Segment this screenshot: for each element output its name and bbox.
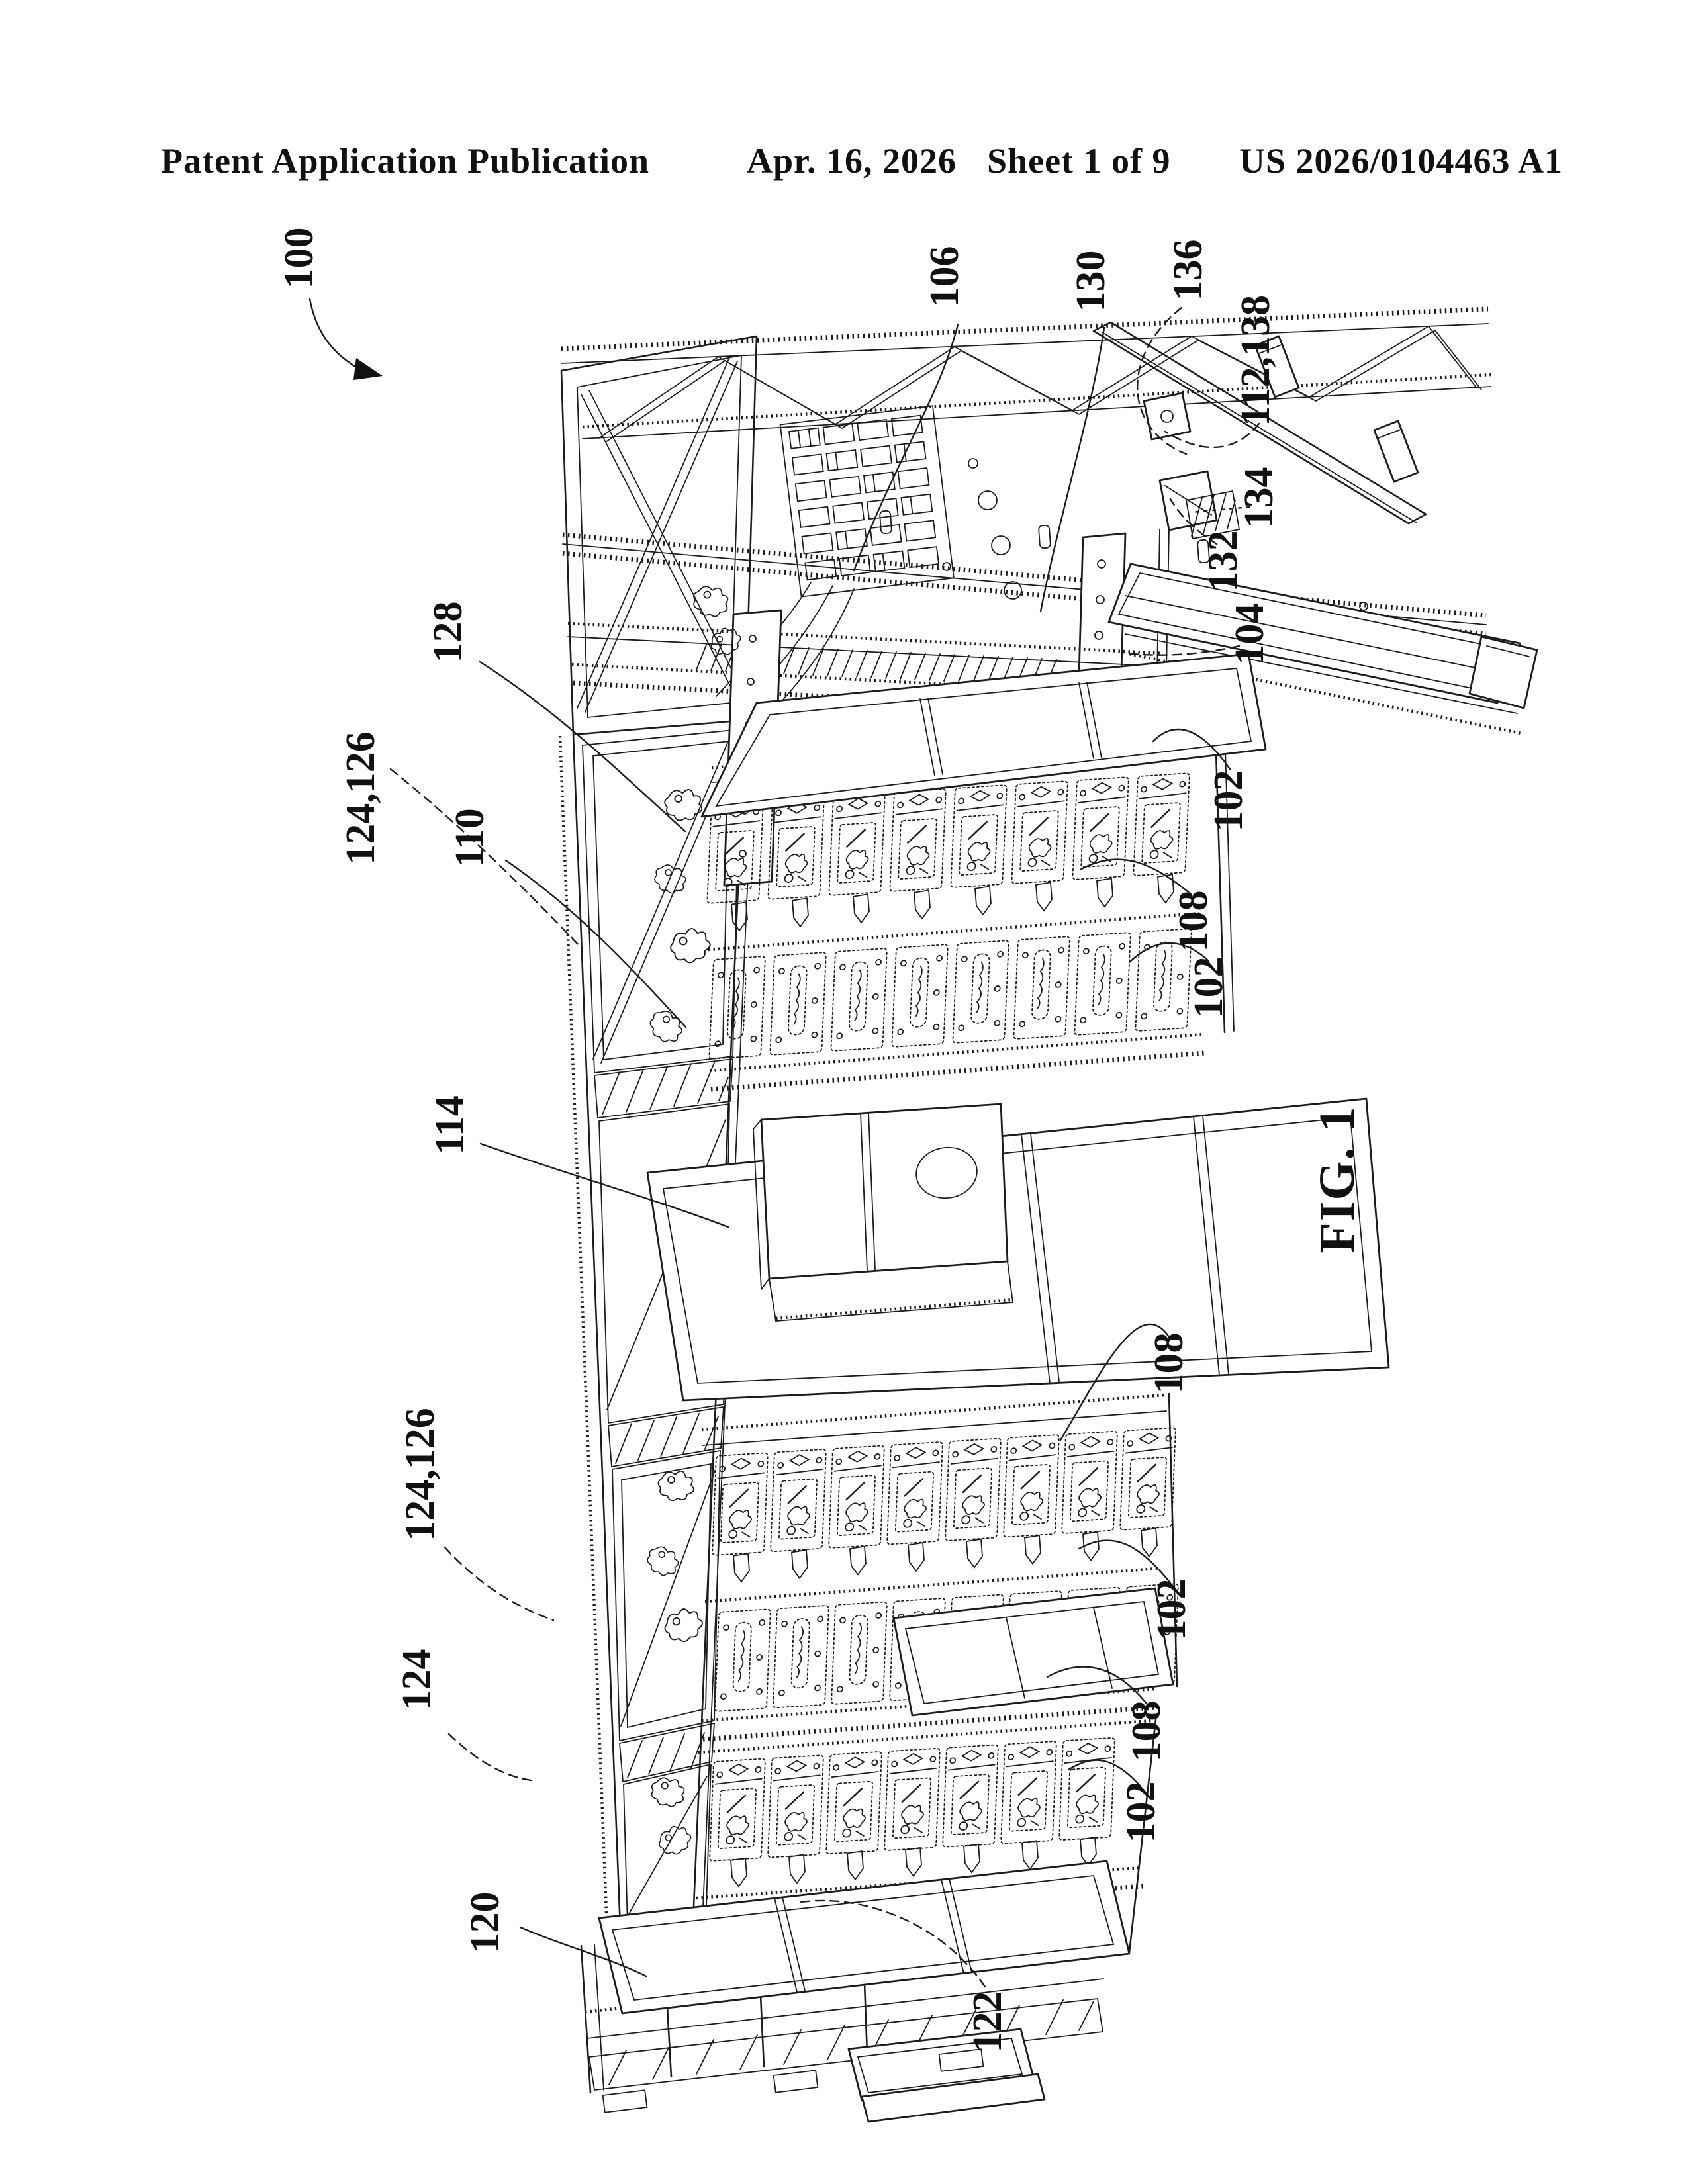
ref-label-130: 130 — [1068, 251, 1113, 312]
ref-label-102d: 102 — [1119, 1782, 1164, 1843]
ref-label-134: 134 — [1237, 467, 1282, 529]
header-doc-number: US 2026/0104463 A1 — [1239, 141, 1564, 181]
ref-label-102a: 102 — [1206, 770, 1251, 832]
ref-label-106: 106 — [922, 246, 967, 308]
ref-label-112-138: 112,138 — [1233, 295, 1278, 426]
base-skid-assembly — [1092, 321, 1538, 735]
ref-label-114: 114 — [428, 1095, 473, 1155]
ref-label-104: 104 — [1227, 604, 1272, 665]
ref-label-100: 100 — [277, 228, 322, 289]
container-system-drawing: 100 106 130 136 112,138 134 132 104 128 … — [277, 228, 1538, 2123]
ref-label-122: 122 — [965, 1991, 1010, 2053]
figure-caption: FIG. 1 — [1309, 1105, 1365, 1253]
open-door-d — [598, 1860, 1131, 2015]
ref-label-124-126a: 124,126 — [338, 731, 383, 865]
ref-label-128: 128 — [426, 602, 471, 663]
ref-label-102b: 102 — [1186, 957, 1231, 1019]
open-door-b — [646, 1097, 1390, 1402]
ref-label-124-126b: 124,126 — [398, 1408, 443, 1541]
open-door-a — [700, 653, 1267, 818]
ref-label-110: 110 — [447, 808, 492, 868]
ref-label-132: 132 — [1201, 531, 1246, 592]
header-sheet: Sheet 1 of 9 — [987, 141, 1171, 181]
figure-ref-arrowhead — [353, 358, 383, 380]
ref-label-108b: 108 — [1147, 1333, 1192, 1394]
header-date: Apr. 16, 2026 — [747, 141, 957, 181]
ref-label-102c: 102 — [1149, 1579, 1194, 1641]
ref-label-124: 124 — [395, 1649, 440, 1711]
ref-label-136: 136 — [1166, 240, 1211, 301]
breaker-grid — [779, 405, 955, 598]
ref-label-108c: 108 — [1124, 1701, 1169, 1762]
ref-label-120: 120 — [463, 1892, 508, 1954]
reference-numerals: 100 106 130 136 112,138 134 132 104 128 … — [277, 228, 1365, 2053]
open-door-c — [892, 1587, 1174, 1717]
roof-truss-band — [561, 306, 1491, 637]
ref-label-108a: 108 — [1171, 891, 1216, 952]
header-date-sheet: Apr. 16, 2026 Sheet 1 of 9 — [747, 140, 1171, 181]
header-publication: Patent Application Publication — [161, 141, 650, 181]
leader-lines — [308, 298, 1260, 1988]
